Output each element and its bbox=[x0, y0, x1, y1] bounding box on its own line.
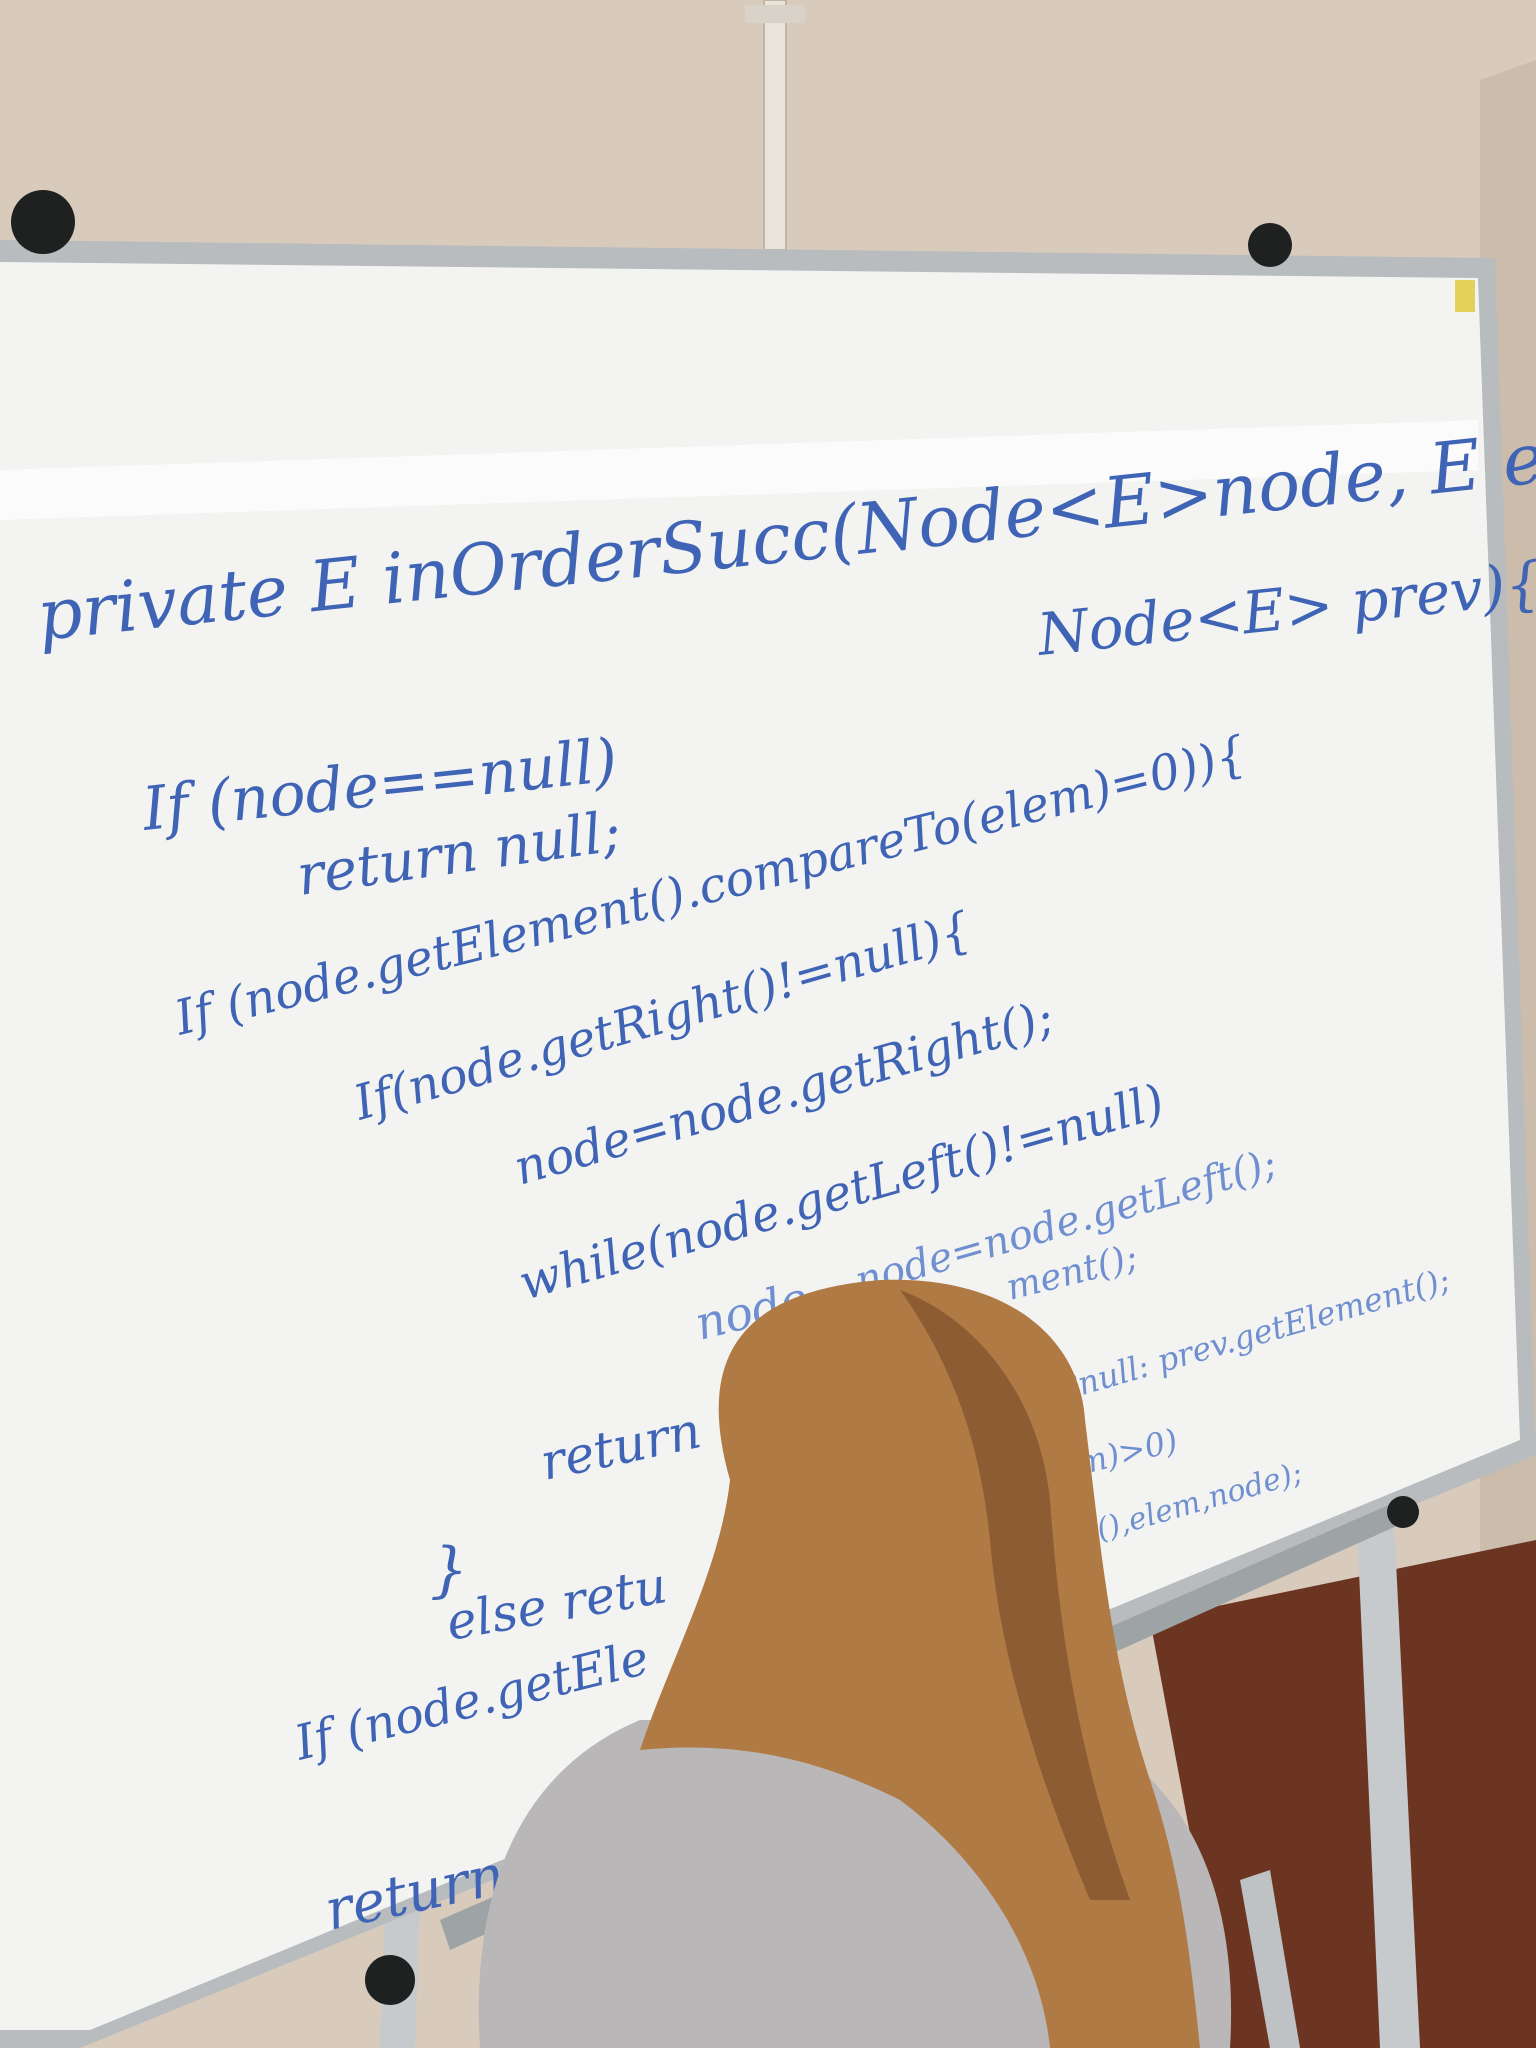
magnet-bottom-left bbox=[365, 1955, 415, 2005]
hair bbox=[640, 1279, 1200, 2048]
wall-cable-clip bbox=[745, 5, 805, 23]
easel-brace bbox=[1240, 1870, 1300, 2048]
magnet-bottom-right bbox=[1387, 1496, 1419, 1528]
magnet-top-left bbox=[11, 190, 75, 254]
easel-leg-right bbox=[1355, 1480, 1420, 2048]
person bbox=[478, 1279, 1232, 2048]
line-16: } bbox=[430, 1535, 468, 1605]
board-glare bbox=[0, 420, 1478, 520]
board-sticker bbox=[1455, 280, 1475, 312]
floor bbox=[1150, 1540, 1536, 2048]
magnet-top-right bbox=[1248, 223, 1292, 267]
wall-cable bbox=[763, 0, 787, 251]
hair-shadow bbox=[900, 1290, 1130, 1900]
whiteboard-surface bbox=[0, 262, 1520, 2030]
